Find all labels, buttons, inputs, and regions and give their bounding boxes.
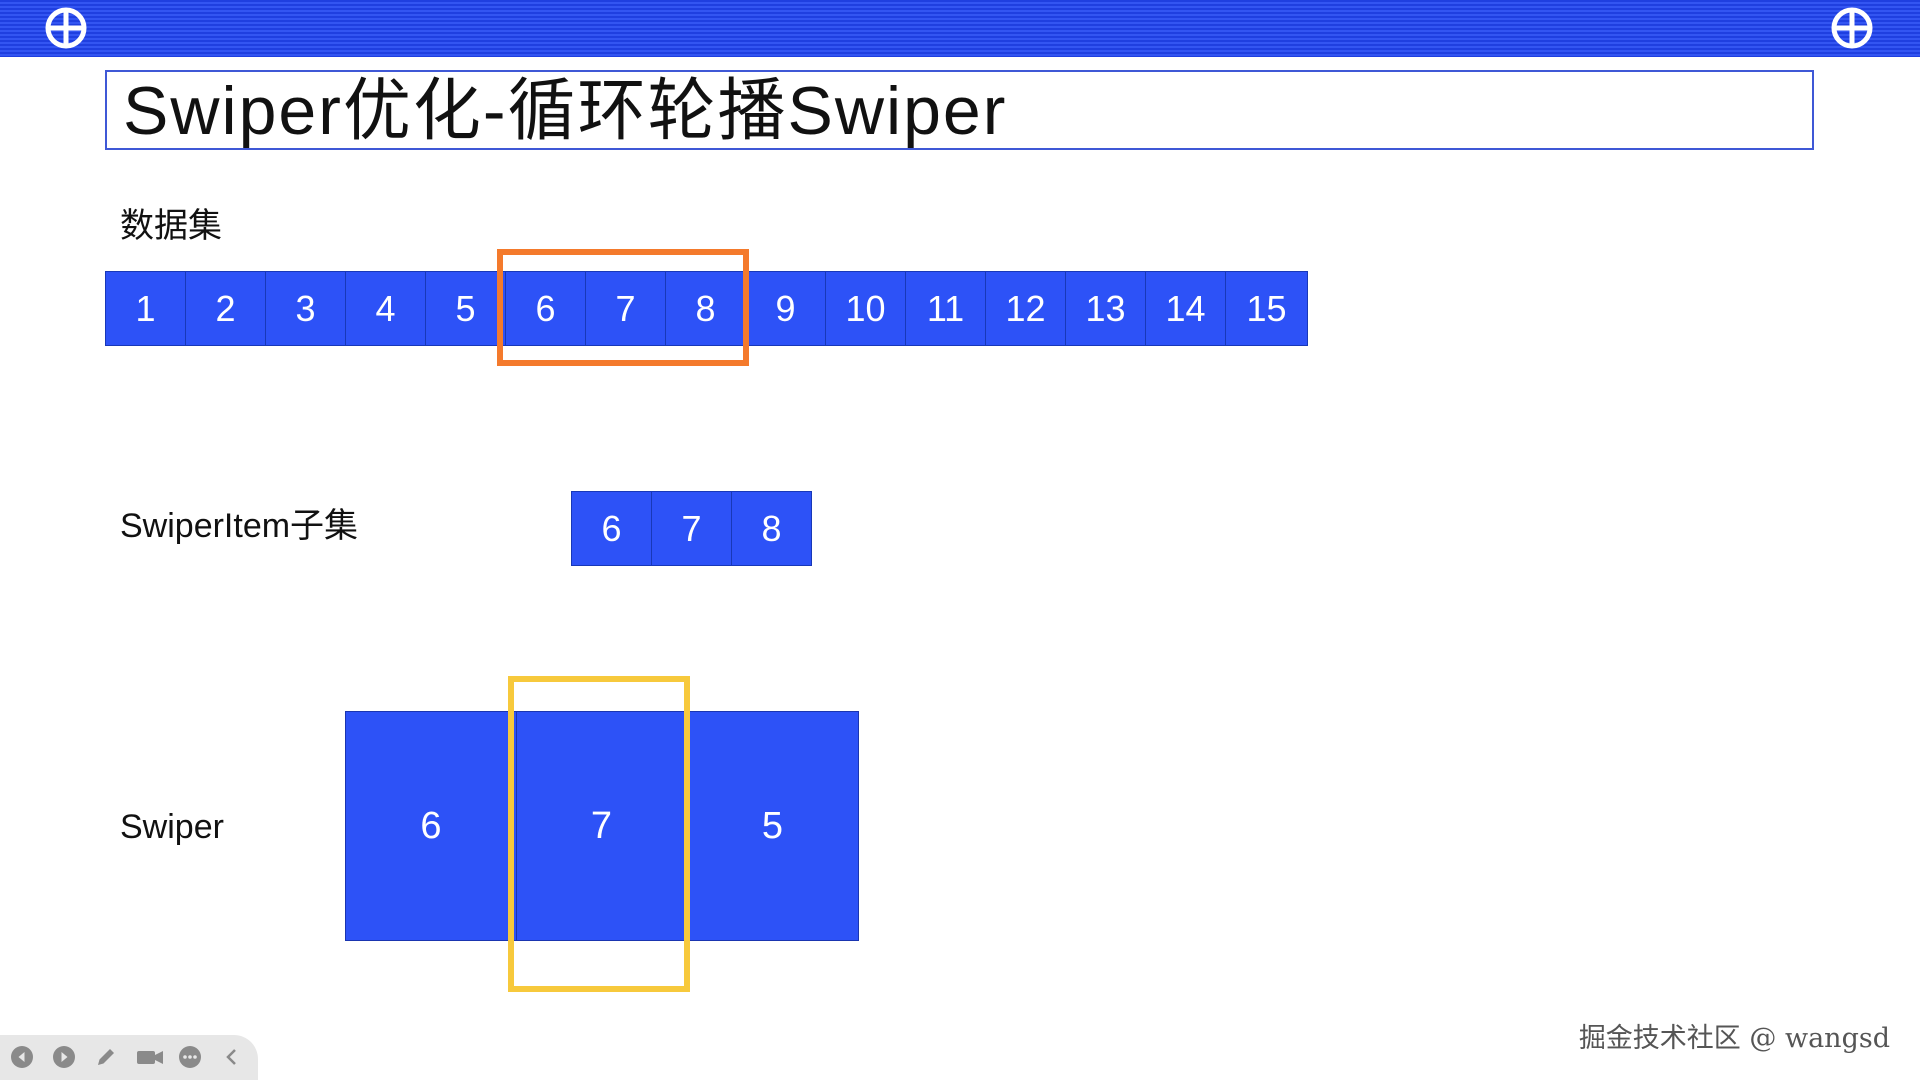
swiper-label: Swiper	[120, 808, 224, 846]
dataset-cell: 6	[505, 271, 586, 346]
presentation-toolbar	[0, 1035, 258, 1080]
dataset-cell: 11	[905, 271, 986, 346]
dataset-cell: 2	[185, 271, 266, 346]
crosshair-icon	[1831, 7, 1873, 49]
next-icon[interactable]	[52, 1045, 76, 1069]
swiper-slide: 7	[516, 711, 687, 941]
dataset-cell: 3	[265, 271, 346, 346]
previous-icon[interactable]	[10, 1045, 34, 1069]
swiper-slide: 6	[345, 711, 517, 941]
dataset-cell: 13	[1065, 271, 1146, 346]
watermark: 掘金技术社区 @ wangsd	[1578, 1023, 1890, 1054]
collapse-icon[interactable]	[220, 1045, 244, 1069]
dataset-cell: 4	[345, 271, 426, 346]
camera-icon[interactable]	[136, 1045, 164, 1069]
dataset-cell: 9	[745, 271, 826, 346]
dataset-cell: 1	[105, 271, 186, 346]
swiper-slide: 5	[686, 711, 859, 941]
active-slide-frame	[508, 676, 690, 992]
subset-cell: 7	[651, 491, 732, 566]
pen-icon[interactable]	[94, 1045, 118, 1069]
dataset-cell: 15	[1225, 271, 1308, 346]
window-highlight-frame	[497, 249, 749, 366]
dataset-cell: 5	[425, 271, 506, 346]
title-box: Swiper优化-循环轮播Swiper	[105, 70, 1814, 150]
subset-cell: 6	[571, 491, 652, 566]
subset-label: SwiperItem子集	[120, 507, 359, 545]
dataset-cell: 7	[585, 271, 666, 346]
dataset-cell: 12	[985, 271, 1066, 346]
dataset-cell: 14	[1145, 271, 1226, 346]
subset-cell: 8	[731, 491, 812, 566]
top-bar	[0, 0, 1920, 57]
dataset-cell: 10	[825, 271, 906, 346]
crosshair-icon	[45, 7, 87, 49]
more-icon[interactable]	[178, 1045, 202, 1069]
dataset-cell: 8	[665, 271, 746, 346]
slide-title: Swiper优化-循环轮播Swiper	[123, 73, 1008, 149]
dataset-label: 数据集	[120, 207, 222, 245]
